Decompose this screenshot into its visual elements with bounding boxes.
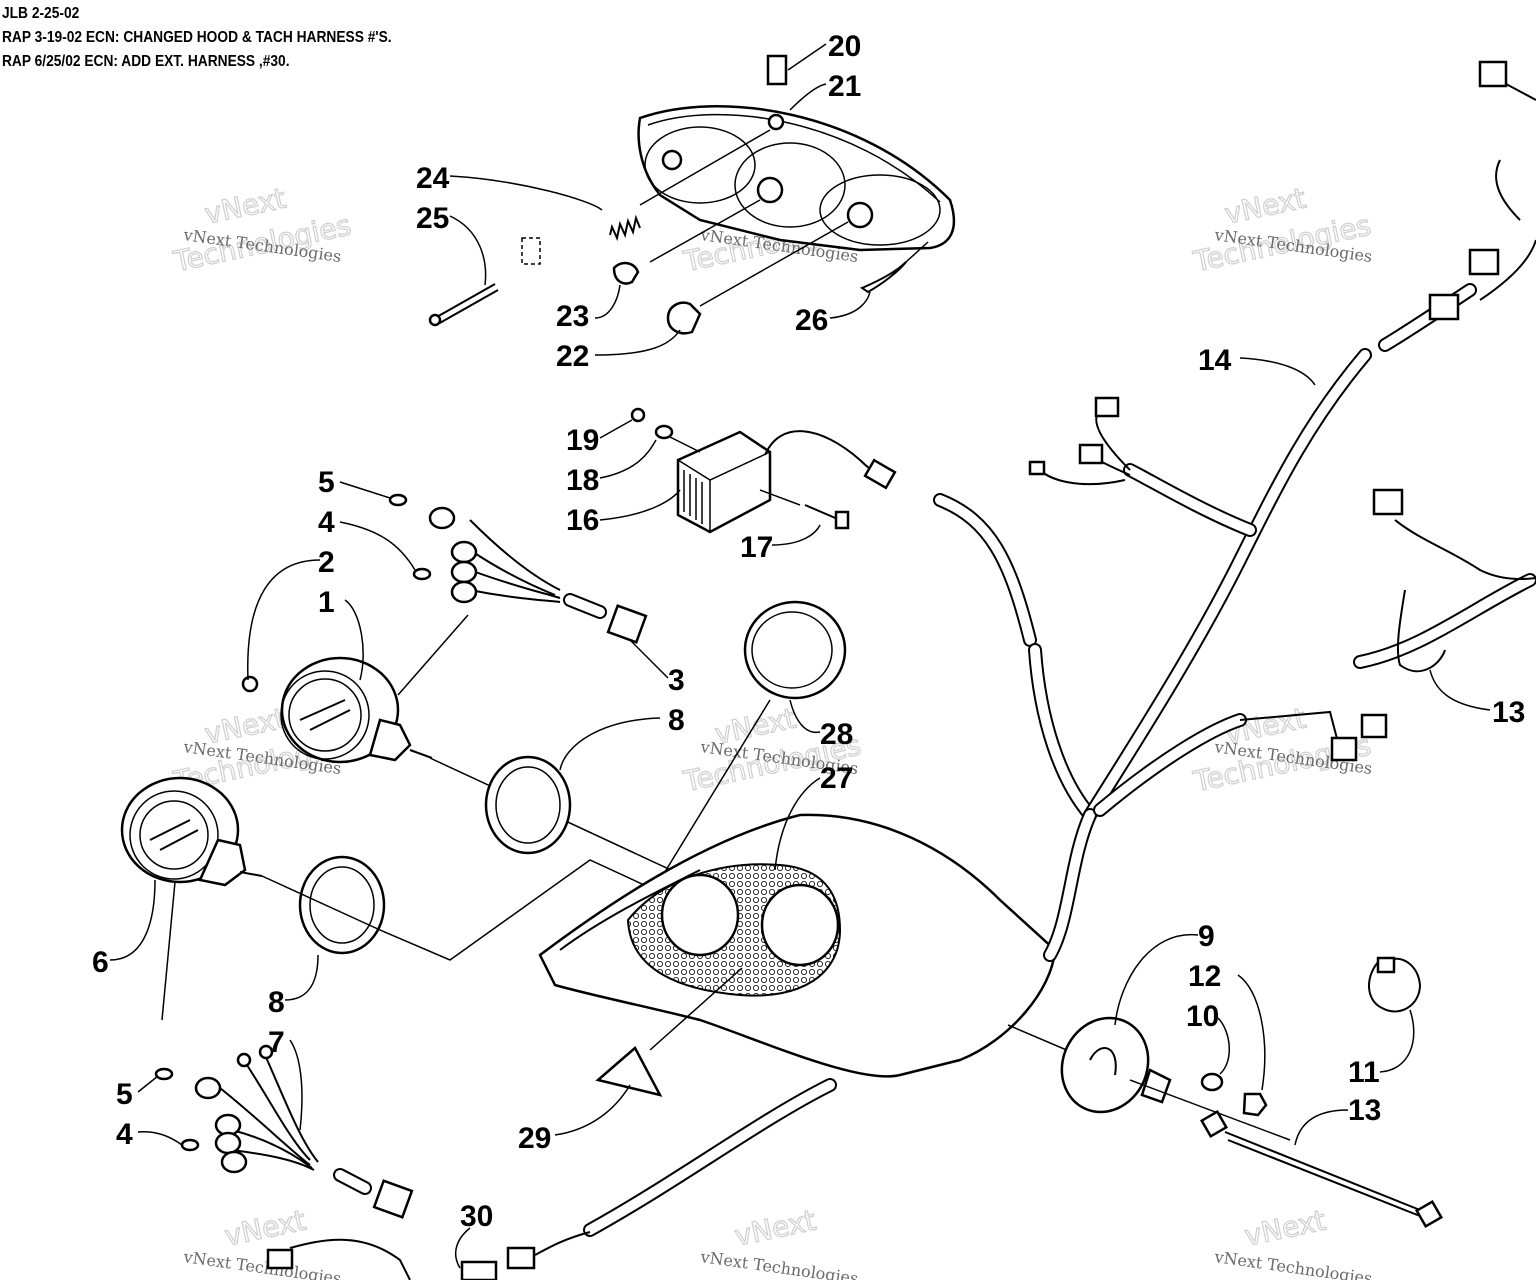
callout-label: 13	[1492, 696, 1525, 729]
harness-assembly	[154, 60, 1536, 1280]
callout-label: 21	[828, 70, 861, 103]
callout-label: 22	[556, 340, 589, 373]
callout-label: 12	[1188, 960, 1221, 993]
watermark-text: vNext Technologies	[1212, 1247, 1373, 1280]
callout-label: 17	[740, 531, 773, 564]
callout-label: 9	[1198, 920, 1215, 953]
callout-label: 23	[556, 300, 589, 333]
callout-label: 24	[416, 162, 450, 195]
watermark-top: vNext	[1242, 1204, 1329, 1253]
hood-panel	[538, 813, 1091, 1097]
callout-label: 19	[566, 424, 599, 457]
callout-label: 18	[566, 464, 599, 497]
regulator-assembly	[630, 407, 897, 534]
callout-label: 28	[820, 718, 853, 751]
callout-label: 11	[1348, 1056, 1380, 1089]
callout-label: 3	[668, 664, 685, 697]
callout-label: 8	[268, 986, 285, 1019]
callout-label: 5	[116, 1078, 133, 1111]
sensor-assembly	[1060, 956, 1444, 1229]
watermark-text: vNext Technologies	[181, 1247, 342, 1280]
callout-label: 29	[518, 1122, 551, 1155]
callout-label: 6	[92, 946, 109, 979]
callout-label: 16	[566, 504, 599, 537]
callout-label: 26	[795, 304, 828, 337]
callout-label: 10	[1186, 1000, 1219, 1033]
revision-notes: JLB 2-25-02 RAP 3-19-02 ECN: CHANGED HOO…	[2, 2, 392, 74]
callout-label: 8	[668, 704, 685, 737]
watermark: vNext	[221, 1203, 309, 1253]
callout-label: 4	[116, 1118, 133, 1151]
callout-label: 13	[1348, 1094, 1381, 1127]
callout-label: 30	[460, 1200, 493, 1233]
watermark: vNext	[1241, 1203, 1329, 1253]
watermark: vNext	[731, 1203, 819, 1253]
callout-label: 2	[318, 546, 335, 579]
watermark-text: vNext Technologies	[698, 1247, 859, 1280]
callout-label: 7	[268, 1026, 285, 1059]
watermark-top: vNext	[222, 1204, 309, 1253]
revision-note: JLB 2-25-02	[2, 5, 80, 22]
leader-lines	[109, 43, 1491, 1269]
callout-label: 1	[318, 586, 335, 619]
headlight-assembly	[428, 54, 956, 335]
callout-label: 20	[828, 30, 861, 63]
revision-note: RAP 3-19-02 ECN: CHANGED HOOD & TACH HAR…	[2, 29, 392, 46]
watermark-top: vNext	[732, 1204, 819, 1253]
callout-label: 14	[1198, 344, 1232, 377]
revision-note: RAP 6/25/02 ECN: ADD EXT. HARNESS ,#30.	[2, 53, 290, 70]
callout-labels: 20 21 24 25 23 22 26 19 18 16 17 14 5 4 …	[92, 30, 1525, 1233]
callout-label: 5	[318, 466, 335, 499]
callout-label: 4	[318, 506, 335, 539]
callout-label: 25	[416, 202, 449, 235]
callout-label: 27	[820, 762, 853, 795]
gauge-assembly	[120, 600, 847, 1021]
